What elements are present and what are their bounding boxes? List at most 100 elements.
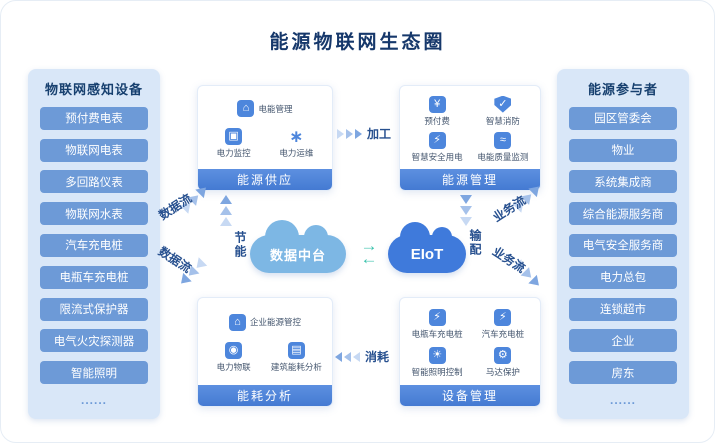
feature-safe-electricity[interactable]: ⚡ 智慧安全用电 bbox=[407, 132, 468, 163]
module-title-device-management: 设备管理 bbox=[400, 385, 540, 406]
feature-label: 电力物联 bbox=[216, 362, 251, 373]
safe-electricity-icon: ⚡ bbox=[428, 132, 446, 150]
feature-label: 智能照明控制 bbox=[411, 367, 463, 377]
device-item[interactable]: 物联网水表 bbox=[40, 202, 148, 226]
feature-energy-management[interactable]: ⌂ 电能管理 bbox=[200, 100, 330, 118]
cloud-bump bbox=[400, 222, 430, 252]
power-ops-icon: ∗ bbox=[289, 126, 304, 146]
feature-label: 马达保护 bbox=[485, 367, 520, 377]
feature-enterprise-energy[interactable]: ⌂ 企业能源管控 bbox=[200, 313, 330, 331]
device-item[interactable]: 电瓶车充电桩 bbox=[40, 265, 148, 289]
feature-ebike-charger[interactable]: ⚡ 电瓶车充电桩 bbox=[407, 309, 468, 340]
feature-label: 电能质量监测 bbox=[477, 152, 529, 163]
participant-item[interactable]: 电气安全服务商 bbox=[569, 233, 677, 257]
flow-label-processing: 加工 bbox=[367, 127, 392, 141]
cloud-bump bbox=[265, 220, 299, 254]
energy-supply-features: ⌂ 电能管理 ▣ 电力监控 ∗ 电力运维 bbox=[198, 86, 332, 169]
right-panel-energy-participants: 能源参与者 园区管委会 物业 系统集成商 综合能源服务商 电气安全服务商 电力总… bbox=[557, 69, 689, 419]
eiot-label: EIoT bbox=[410, 245, 444, 263]
device-item[interactable]: 智能照明 bbox=[40, 361, 148, 385]
cloud-bump bbox=[304, 225, 328, 249]
motor-protection-icon: ⚙ bbox=[494, 347, 512, 364]
device-item[interactable]: 限流式保护器 bbox=[40, 297, 148, 321]
feature-label: 汽车充电桩 bbox=[481, 329, 525, 339]
participant-item[interactable]: 连锁超市 bbox=[569, 297, 677, 321]
feature-label: 电力监控 bbox=[216, 147, 251, 158]
module-title-energy-management: 能源管理 bbox=[400, 169, 540, 190]
fire-safety-shield-icon: ✓ bbox=[494, 95, 512, 113]
right-panel-title: 能源参与者 bbox=[587, 82, 658, 97]
feature-smart-lighting[interactable]: ☀ 智能照明控制 bbox=[407, 347, 468, 378]
feature-label: 企业能源管控 bbox=[249, 317, 301, 328]
power-quality-icon: ≈ bbox=[494, 132, 512, 150]
feature-label: 建筑能耗分析 bbox=[270, 362, 322, 373]
feature-label: 智慧安全用电 bbox=[411, 152, 463, 163]
feature-label: 电力运维 bbox=[279, 147, 314, 158]
flow-label-energy-saving: 节能 bbox=[233, 231, 247, 259]
energy-management-icon: ⌂ bbox=[237, 100, 255, 118]
flow-processing: 加工 bbox=[337, 125, 391, 142]
participant-item[interactable]: 电力总包 bbox=[569, 265, 677, 289]
up-arrow-icon bbox=[220, 195, 232, 226]
device-item[interactable]: 物联网电表 bbox=[40, 138, 148, 162]
flow-label-business-flow-upper: 业务流 bbox=[490, 193, 529, 225]
page-title: 能源物联网生态圈 bbox=[269, 32, 446, 53]
flow-label-data-flow-upper: 数据流 bbox=[156, 191, 195, 223]
feature-car-charger[interactable]: ⚡ 汽车充电桩 bbox=[472, 309, 533, 340]
enterprise-energy-icon: ⌂ bbox=[228, 313, 246, 331]
left-panel-iot-devices: 物联网感知设备 预付费电表 物联网电表 多回路仪表 物联网水表 汽车充电桩 电瓶… bbox=[28, 69, 160, 419]
ebike-charger-icon: ⚡ bbox=[428, 309, 446, 326]
participant-item[interactable]: 房东 bbox=[569, 361, 677, 385]
participant-item[interactable]: 企业 bbox=[569, 329, 677, 353]
module-energy-analysis: ⌂ 企业能源管控 ◉ 电力物联 ▤ 建筑能耗分析 能耗分析 bbox=[197, 297, 333, 407]
feature-label: 电瓶车充电桩 bbox=[411, 329, 463, 339]
building-energy-icon: ▤ bbox=[287, 342, 305, 360]
module-title-energy-supply: 能源供应 bbox=[198, 169, 332, 190]
participant-item[interactable]: 园区管委会 bbox=[569, 106, 677, 130]
device-item[interactable]: 多回路仪表 bbox=[40, 170, 148, 194]
ellipsis: ...... bbox=[80, 392, 107, 407]
car-charger-icon: ⚡ bbox=[494, 309, 512, 326]
feature-label: 电能管理 bbox=[258, 103, 293, 114]
data-exchange-arrows-icon: → ← bbox=[351, 237, 387, 268]
feature-power-quality[interactable]: ≈ 电能质量监测 bbox=[472, 132, 533, 163]
feature-label: 智慧消防 bbox=[485, 115, 520, 126]
data-platform-label: 数据中台 bbox=[269, 247, 326, 263]
energy-management-features: ¥ 预付费 ✓ 智慧消防 ⚡ 智慧安全用电 ≈ 电能质量监测 bbox=[400, 86, 540, 169]
feature-fire-safety[interactable]: ✓ 智慧消防 bbox=[472, 95, 533, 127]
participant-item[interactable]: 系统集成商 bbox=[569, 170, 677, 194]
module-energy-management: ¥ 预付费 ✓ 智慧消防 ⚡ 智慧安全用电 ≈ 电能质量监测 能源管理 bbox=[399, 85, 541, 191]
down-arrow-icon bbox=[460, 195, 472, 226]
device-item[interactable]: 预付费电表 bbox=[40, 106, 148, 130]
feature-label: 预付费 bbox=[424, 115, 450, 126]
feature-prepaid[interactable]: ¥ 预付费 bbox=[407, 95, 468, 127]
data-platform-cloud[interactable]: 数据中台 bbox=[250, 220, 346, 273]
flow-consumption: 消耗 bbox=[335, 348, 389, 365]
feature-power-monitoring[interactable]: ▣ 电力监控 bbox=[204, 127, 263, 159]
ellipsis: ...... bbox=[609, 392, 636, 407]
right-arrow-icon bbox=[337, 128, 362, 139]
participant-item[interactable]: 综合能源服务商 bbox=[569, 202, 677, 226]
participant-item[interactable]: 物业 bbox=[569, 138, 677, 162]
energy-analysis-features: ⌂ 企业能源管控 ◉ 电力物联 ▤ 建筑能耗分析 bbox=[198, 298, 332, 385]
module-device-management: ⚡ 电瓶车充电桩 ⚡ 汽车充电桩 ☀ 智能照明控制 ⚙ 马达保护 设备管理 bbox=[399, 297, 541, 407]
eiot-cloud[interactable]: EIoT bbox=[388, 222, 466, 273]
flow-label-transmission: 输配 bbox=[468, 229, 482, 257]
arrow-left-icon: ← bbox=[360, 249, 378, 268]
feature-power-ops[interactable]: ∗ 电力运维 bbox=[267, 128, 326, 159]
left-panel-title: 物联网感知设备 bbox=[44, 82, 143, 97]
module-energy-supply: ⌂ 电能管理 ▣ 电力监控 ∗ 电力运维 能源供应 bbox=[197, 85, 333, 191]
feature-motor-protection[interactable]: ⚙ 马达保护 bbox=[472, 347, 533, 378]
device-item[interactable]: 汽车充电桩 bbox=[40, 233, 148, 257]
power-iot-globe-icon: ◉ bbox=[225, 342, 243, 360]
device-item[interactable]: 电气火灾探测器 bbox=[40, 329, 148, 353]
feature-power-iot[interactable]: ◉ 电力物联 bbox=[204, 342, 263, 373]
feature-building-energy[interactable]: ▤ 建筑能耗分析 bbox=[267, 342, 326, 373]
module-title-energy-analysis: 能耗分析 bbox=[198, 385, 332, 406]
left-arrow-icon bbox=[335, 351, 360, 362]
device-management-features: ⚡ 电瓶车充电桩 ⚡ 汽车充电桩 ☀ 智能照明控制 ⚙ 马达保护 bbox=[400, 298, 540, 385]
smart-lighting-icon: ☀ bbox=[428, 347, 446, 364]
power-monitoring-icon: ▣ bbox=[225, 127, 243, 145]
prepaid-icon: ¥ bbox=[428, 95, 446, 113]
